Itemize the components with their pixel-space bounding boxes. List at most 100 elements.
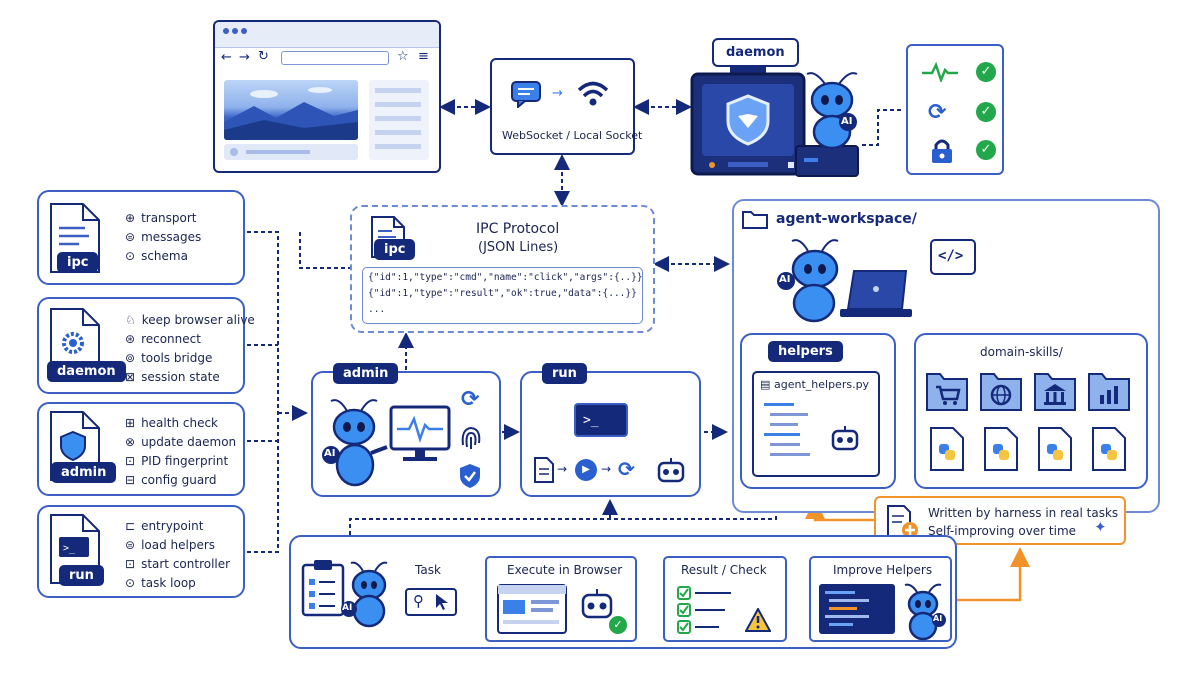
module-item: ⊛reconnect	[125, 331, 201, 346]
json-line: {"id":1,"type":"result","ok":true,"data"…	[368, 288, 637, 299]
cart-folder-icon	[926, 369, 968, 415]
module-item: ⊡start controller	[125, 556, 231, 571]
config-icon: ⊟	[125, 472, 136, 487]
schema-icon: ⊙	[125, 248, 136, 263]
module-item: ♘keep browser alive	[125, 312, 255, 327]
browser-mini-icon	[497, 584, 567, 638]
json-line: {"id":1,"type":"cmd","name":"click","arg…	[368, 272, 643, 283]
back-arrow-icon[interactable]: ←	[221, 50, 232, 65]
cursor-icon	[435, 593, 449, 615]
flow-step-label: Task	[415, 563, 441, 577]
bookmark-star-icon[interactable]: ☆	[397, 49, 409, 64]
refresh-icon: ⟳	[461, 387, 480, 412]
code-line	[770, 443, 800, 446]
clipboard-icon	[301, 559, 345, 621]
arrow-right-icon: →	[601, 462, 612, 476]
ipc-tag: ipc	[374, 239, 416, 260]
checklist-icon	[677, 586, 737, 640]
window-dot	[223, 28, 229, 34]
run-panel: run >_ → ▶ → ⟳	[520, 363, 701, 497]
flow-step-label: Execute in Browser	[507, 563, 623, 577]
sync-icon: ⟳	[928, 100, 947, 125]
search-icon: ⚲	[413, 592, 424, 610]
ant-mascot-icon: AI	[776, 237, 856, 331]
browser-navbar: ← → ↻ ☆ ≡	[215, 48, 439, 70]
json-line: ...	[368, 304, 386, 315]
module-items: ⊞health check ⊗update daemon ⊡PID finger…	[125, 413, 236, 489]
module-item: ⊗update daemon	[125, 434, 237, 449]
module-card-ipc: ipc ⊕transport ⊜messages ⊙schema	[37, 190, 245, 285]
reload-icon[interactable]: ↻	[258, 49, 269, 64]
document-icon	[534, 457, 554, 487]
module-items: ⊏entrypoint ⊜load helpers ⊡start control…	[125, 516, 230, 592]
code-symbol: </>	[938, 248, 964, 264]
chart-folder-icon	[1088, 369, 1130, 415]
globe-folder-icon	[980, 369, 1022, 415]
daemon-server	[688, 66, 862, 178]
module-item: ⊡PID fingerprint	[125, 453, 229, 468]
module-item: ⊏entrypoint	[125, 518, 204, 533]
module-item: ⊚tools bridge	[125, 350, 213, 365]
arrow-right-icon: →	[552, 86, 563, 101]
update-icon: ⊗	[125, 434, 136, 449]
module-tag: run	[59, 565, 104, 586]
shield-icon	[459, 463, 481, 493]
ant-mascot-icon: AI	[339, 559, 399, 633]
page-sidebar	[369, 80, 429, 160]
load-icon: ⊜	[125, 537, 136, 552]
chat-bubble-icon	[510, 80, 542, 112]
ant-mascot-icon: AI	[797, 70, 865, 158]
code-line	[764, 403, 794, 406]
ai-badge: AI	[779, 274, 791, 285]
transport-icon: ⊕	[125, 210, 136, 225]
python-file-icon	[984, 427, 1018, 475]
socket-box: → WebSocket / Local Socket	[490, 58, 642, 155]
address-bar[interactable]	[281, 51, 389, 65]
module-item: ⊙task loop	[125, 575, 196, 590]
browser-window: ← → ↻ ☆ ≡	[213, 20, 441, 173]
fingerprint-icon	[459, 425, 483, 455]
robot-icon	[830, 425, 860, 457]
messages-icon: ⊜	[125, 229, 136, 244]
code-line	[770, 413, 808, 416]
menu-icon[interactable]: ≡	[418, 49, 429, 64]
module-items: ⊕transport ⊜messages ⊙schema	[125, 208, 201, 265]
reconnect-icon: ⊛	[125, 331, 136, 346]
module-item: ⊞health check	[125, 415, 218, 430]
folder-icon	[742, 209, 768, 233]
python-file-icon	[1038, 427, 1072, 475]
health-check-icon: ⊞	[125, 415, 136, 430]
module-items: ♘keep browser alive ⊛reconnect ⊚tools br…	[125, 310, 255, 386]
browser-toolbar	[215, 22, 439, 48]
admin-panel: admin AI ⟳	[311, 363, 501, 497]
ai-badge: AI	[324, 448, 336, 459]
code-editor-icon	[819, 584, 895, 634]
check-icon: ✓	[609, 616, 627, 634]
module-tag: admin	[51, 462, 117, 483]
ai-badge: AI	[841, 116, 853, 127]
module-tag: ipc	[57, 252, 99, 273]
terminal-prompt: >_	[583, 413, 599, 428]
module-item: ⊙schema	[125, 248, 188, 263]
window-dot	[241, 28, 247, 34]
ant-mascot-icon: AI	[897, 582, 949, 646]
file-icon: ▤	[760, 378, 771, 391]
flow-step-label: Improve Helpers	[833, 563, 933, 577]
controller-icon: ⊡	[125, 556, 136, 571]
helpers-file-card: ▤ agent_helpers.py	[752, 371, 880, 477]
search-click-icon: ⚲	[405, 588, 457, 616]
edit-plus-icon	[886, 504, 920, 544]
code-line	[770, 453, 810, 456]
check-icon: ✓	[976, 140, 996, 160]
module-item: ⊠session state	[125, 369, 220, 384]
python-file-icon	[930, 427, 964, 475]
warning-icon	[744, 606, 772, 636]
ipc-protocol-box: ipc IPC Protocol (JSON Lines) {"id":1,"t…	[350, 205, 655, 333]
python-file-icon	[1092, 427, 1126, 475]
ipc-subtitle: (JSON Lines)	[478, 240, 559, 255]
socket-label: WebSocket / Local Socket	[502, 129, 643, 142]
entrypoint-icon: ⊏	[125, 518, 136, 533]
keep-alive-icon: ♘	[125, 312, 136, 327]
forward-arrow-icon[interactable]: →	[239, 50, 250, 65]
tools-bridge-icon: ⊚	[125, 350, 136, 365]
